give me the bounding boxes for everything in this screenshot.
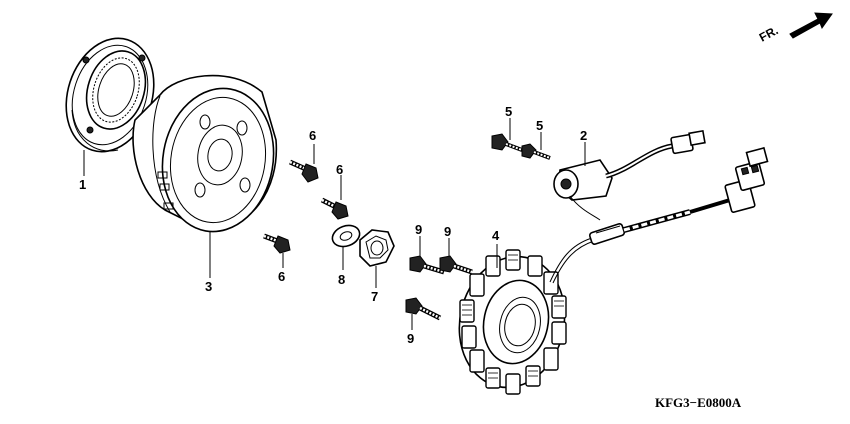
callout-4: 4 [492, 228, 500, 243]
callout-6b: 6 [336, 162, 343, 177]
part-2-pulse-generator [553, 129, 706, 221]
front-direction-indicator: FR. [757, 12, 833, 45]
callout-9b: 9 [444, 224, 451, 239]
part-1-starter-clutch [65, 37, 155, 153]
part-9-bolt-c [405, 297, 442, 321]
part-5-screw-b [521, 143, 551, 160]
part-6-bolt-b [320, 197, 349, 220]
part-6-bolt-a [288, 159, 319, 183]
callout-6a: 6 [309, 128, 316, 143]
part-8-washer [331, 224, 361, 248]
callout-8: 8 [338, 272, 345, 287]
part-4-stator [458, 249, 567, 395]
callout-7: 7 [371, 289, 378, 304]
callout-9c: 9 [407, 331, 414, 346]
callout-9a: 9 [415, 222, 422, 237]
part-3-flywheel [132, 74, 278, 233]
stator-wire-harness [549, 146, 769, 284]
part-9-bolt-a [409, 255, 445, 275]
callout-3: 3 [205, 279, 212, 294]
part-9-bolt-b [439, 255, 473, 275]
front-arrow-icon [789, 12, 833, 39]
callout-5a: 5 [505, 104, 512, 119]
callout-2: 2 [580, 128, 587, 143]
part-5-screw-a [491, 133, 523, 152]
callout-1: 1 [79, 177, 86, 192]
callout-6c: 6 [278, 269, 285, 284]
front-direction-label: FR. [757, 23, 781, 44]
drawing-code: KFG3−E0800A [655, 395, 742, 410]
callout-5b: 5 [536, 118, 543, 133]
part-6-bolt-c [263, 233, 291, 254]
part-7-nut [359, 229, 395, 267]
